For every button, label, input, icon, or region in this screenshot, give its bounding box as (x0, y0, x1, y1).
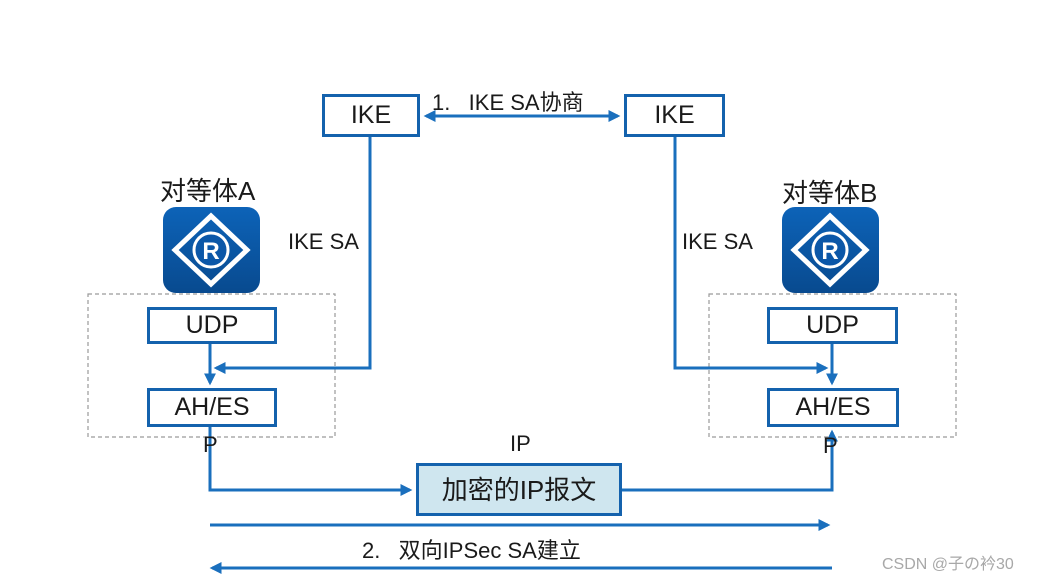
udp-box-a: UDP (147, 307, 277, 344)
router-glyph: R (202, 238, 219, 265)
ah-es-box-b: AH/ES (767, 388, 899, 427)
router-glyph: R (821, 238, 838, 265)
ike-sa-label-a: IKE SA (288, 229, 359, 254)
packet-out-arrow (208, 427, 413, 496)
encrypted-packet-box: 加密的IP报文 (416, 463, 622, 516)
packet-in-arrow (622, 429, 838, 492)
ike-box-left: IKE (322, 94, 420, 137)
peer-b-title: 对等体B (782, 178, 878, 208)
ike-box-right: IKE (624, 94, 725, 137)
udp-box-b: UDP (767, 307, 898, 344)
ike-sa-link-b (673, 137, 829, 374)
ike-negotiation-label: 1. IKE SA协商 (432, 90, 584, 115)
ah-es-box-a: AH/ES (147, 388, 277, 427)
ike-sa-link-a (213, 137, 372, 374)
ipsec-sa-label: 2. 双向IPSec SA建立 (362, 538, 581, 563)
peer-a-title: 对等体A (160, 176, 256, 206)
watermark: CSDN @子の衿30 (882, 556, 1014, 573)
ip-tail-label-b: P (823, 433, 838, 458)
router-icon: R (163, 207, 260, 293)
packet-ip-label: IP (510, 431, 531, 456)
ike-sa-label-b: IKE SA (682, 229, 753, 254)
ip-tail-label-a: P (203, 432, 218, 457)
router-icon: R (782, 207, 879, 293)
